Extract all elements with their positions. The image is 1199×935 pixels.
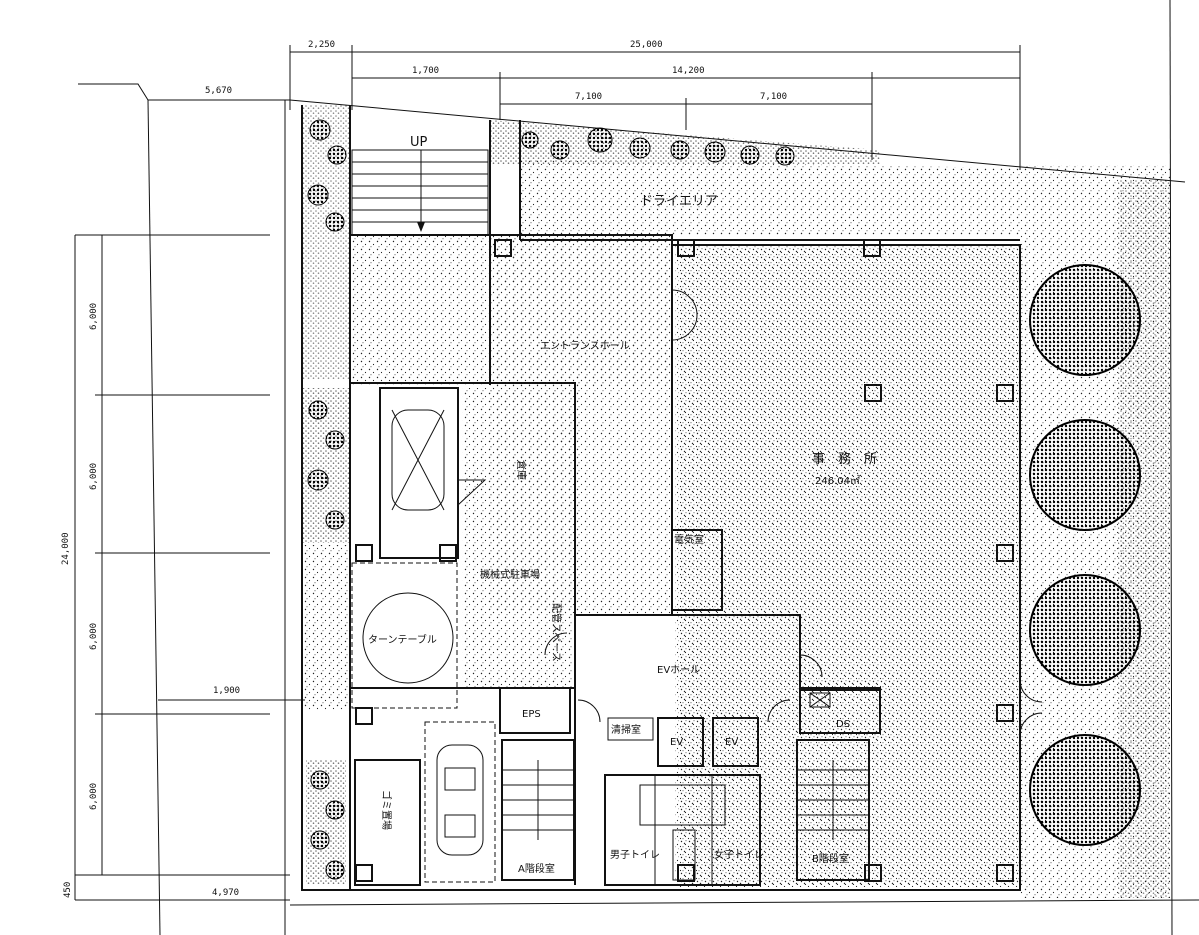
cleaning-room bbox=[607, 717, 654, 741]
label-side: 配管スペース bbox=[550, 603, 563, 662]
dim-left-seg2: 6,000 bbox=[89, 463, 99, 490]
dim-left-seg4: 6,000 bbox=[89, 783, 99, 810]
label-up: UP bbox=[410, 135, 428, 150]
entrance-stairs bbox=[351, 149, 489, 236]
car-lift bbox=[379, 387, 459, 559]
exterior-wall bbox=[301, 105, 1021, 891]
dim-top-mid: 1,700 bbox=[412, 66, 439, 76]
dim-left-offset: 5,670 bbox=[205, 86, 232, 96]
dim-left-total: 24,000 bbox=[61, 532, 71, 565]
dim-sub-a: 7,100 bbox=[575, 92, 602, 102]
label-office: 事 務 所 bbox=[812, 452, 877, 467]
columns bbox=[355, 239, 1014, 882]
dim-top-right: 14,200 bbox=[672, 66, 705, 76]
toilets bbox=[604, 774, 761, 886]
car-icon-2 bbox=[436, 744, 484, 856]
trash-room bbox=[354, 759, 421, 886]
label-storage: 倉庫 bbox=[515, 460, 528, 480]
label-ds: DS bbox=[836, 719, 850, 730]
label-dry-area: ドライエリア bbox=[640, 194, 718, 209]
electric-room bbox=[671, 529, 723, 611]
eps-room bbox=[499, 687, 571, 734]
label-women-wc: 女子トイレ bbox=[714, 848, 764, 861]
label-cleaning: 清掃室 bbox=[611, 723, 641, 736]
label-ev1: EV bbox=[670, 737, 683, 748]
dim-sub-b: 7,100 bbox=[760, 92, 787, 102]
dim-left-seg3: 6,000 bbox=[89, 623, 99, 650]
elevator-1 bbox=[657, 717, 704, 767]
dry-area bbox=[520, 160, 1020, 235]
doors bbox=[544, 289, 1043, 736]
label-trash: ゴミ置場 bbox=[380, 790, 393, 830]
trees bbox=[1029, 264, 1141, 846]
label-a-stair: A階段室 bbox=[518, 862, 555, 875]
label-office-area: 246.04㎡ bbox=[815, 475, 860, 487]
label-entrance-hall: エントランスホール bbox=[540, 340, 630, 352]
dim-left-seg1: 6,000 bbox=[89, 303, 99, 330]
dim-bottom-left: 4,970 bbox=[212, 888, 239, 898]
ds-room bbox=[799, 687, 881, 734]
shrubs bbox=[307, 119, 795, 880]
elevator-2 bbox=[712, 717, 759, 767]
label-ev2: EV bbox=[725, 737, 738, 748]
label-eps: EPS bbox=[522, 709, 541, 720]
dim-mid-left: 1,900 bbox=[213, 686, 240, 696]
stair-b bbox=[796, 739, 870, 881]
dim-bottom-small: 450 bbox=[63, 882, 73, 898]
turntable-circle bbox=[362, 592, 454, 684]
label-parking: 機械式駐車場 bbox=[480, 568, 540, 581]
label-turntable: ターンテーブル bbox=[368, 633, 437, 646]
label-electric-room: 電気室 bbox=[674, 533, 704, 546]
label-b-stair: B階段室 bbox=[812, 852, 849, 865]
car-icon bbox=[391, 409, 445, 511]
dim-top-total: 25,000 bbox=[630, 40, 663, 50]
planting-strip-left bbox=[302, 105, 350, 380]
label-men-wc: 男子トイレ bbox=[610, 849, 660, 861]
label-ev-hall: EVホール bbox=[657, 664, 700, 676]
stair-a bbox=[501, 739, 575, 881]
dim-top-left: 2,250 bbox=[308, 40, 335, 50]
